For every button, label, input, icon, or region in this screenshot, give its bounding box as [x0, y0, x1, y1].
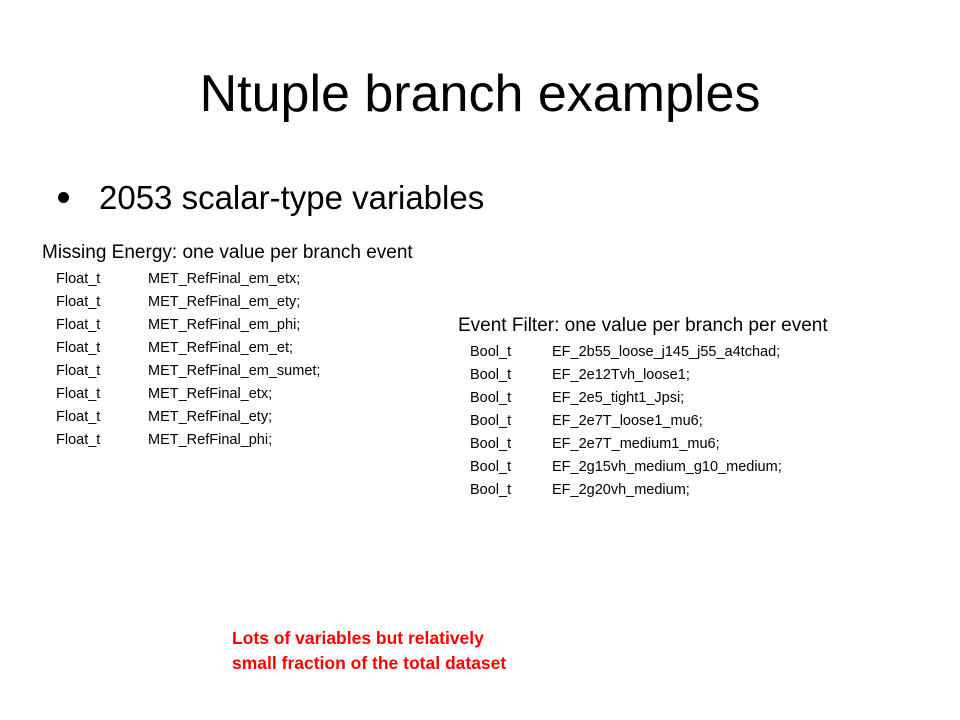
branch-row: Float_t MET_RefFinal_etx;	[56, 383, 413, 406]
branch-row: Float_t MET_RefFinal_em_sumet;	[56, 360, 413, 383]
branch-row: Bool_t EF_2g20vh_medium;	[470, 479, 828, 502]
page-title: Ntuple branch examples	[199, 65, 761, 123]
branch-type: Float_t	[56, 432, 101, 448]
bullet-text: 2053 scalar-type variables	[99, 179, 485, 216]
branch-name: EF_2b55_loose_j145_j55_a4tchad;	[552, 344, 781, 360]
branch-type: Float_t	[56, 409, 101, 425]
branch-row: Bool_t EF_2e5_tight1_Jpsi;	[470, 387, 828, 410]
branch-row: Float_t MET_RefFinal_phi;	[56, 429, 413, 452]
note-text: Lots of variables but relatively small f…	[232, 628, 507, 673]
branch-name: MET_RefFinal_em_etx;	[148, 271, 301, 287]
branch-name: MET_RefFinal_em_ety;	[148, 294, 301, 310]
branch-row: Float_t MET_RefFinal_em_ety;	[56, 291, 413, 314]
branch-type: Float_t	[56, 340, 101, 356]
branch-name: MET_RefFinal_ety;	[148, 409, 273, 425]
branch-row: Bool_t EF_2e12Tvh_loose1;	[470, 364, 828, 387]
branch-name: MET_RefFinal_phi;	[148, 432, 273, 448]
branch-row: Float_t MET_RefFinal_em_etx;	[56, 268, 413, 291]
missing-energy-heading: Missing Energy: one value per branch eve…	[42, 242, 413, 263]
branch-name: MET_RefFinal_em_et;	[148, 340, 294, 356]
bullet-dot-icon	[58, 191, 69, 203]
branch-row: Float_t MET_RefFinal_em_phi;	[56, 314, 413, 337]
branch-name: EF_2g20vh_medium;	[552, 482, 690, 498]
branch-name: EF_2e7T_medium1_mu6;	[552, 436, 720, 452]
branch-row: Float_t MET_RefFinal_em_et;	[56, 337, 413, 360]
branch-row: Float_t MET_RefFinal_ety;	[56, 406, 413, 429]
branch-name: EF_2g15vh_medium_g10_medium;	[552, 459, 782, 475]
branch-name: EF_2e5_tight1_Jpsi;	[552, 390, 685, 406]
branch-name: MET_RefFinal_em_phi;	[148, 317, 301, 333]
branch-type: Bool_t	[470, 436, 512, 452]
branch-type: Bool_t	[470, 413, 512, 429]
bullet-item: 2053 scalar-type variables	[58, 176, 484, 220]
branch-name: EF_2e7T_loose1_mu6;	[552, 413, 703, 429]
branch-type: Bool_t	[470, 367, 512, 383]
missing-energy-block: Missing Energy: one value per branch eve…	[42, 241, 413, 452]
branch-type: Float_t	[56, 294, 101, 310]
branch-type: Float_t	[56, 271, 101, 287]
branch-type: Float_t	[56, 317, 101, 333]
branch-row: Bool_t EF_2e7T_loose1_mu6;	[470, 410, 828, 433]
branch-row: Bool_t EF_2e7T_medium1_mu6;	[470, 433, 828, 456]
branch-type: Bool_t	[470, 390, 512, 406]
branch-type: Bool_t	[470, 459, 512, 475]
branch-name: EF_2e12Tvh_loose1;	[552, 367, 690, 383]
branch-type: Bool_t	[470, 344, 512, 360]
branch-name: MET_RefFinal_em_sumet;	[148, 363, 321, 379]
event-filter-heading: Event Filter: one value per branch per e…	[458, 315, 828, 336]
branch-row: Bool_t EF_2g15vh_medium_g10_medium;	[470, 456, 828, 479]
branch-type: Float_t	[56, 386, 101, 402]
branch-type: Bool_t	[470, 482, 512, 498]
event-filter-block: Event Filter: one value per branch per e…	[458, 314, 828, 502]
branch-row: Bool_t EF_2b55_loose_j145_j55_a4tchad;	[470, 341, 828, 364]
branch-type: Float_t	[56, 363, 101, 379]
branch-name: MET_RefFinal_etx;	[148, 386, 273, 402]
